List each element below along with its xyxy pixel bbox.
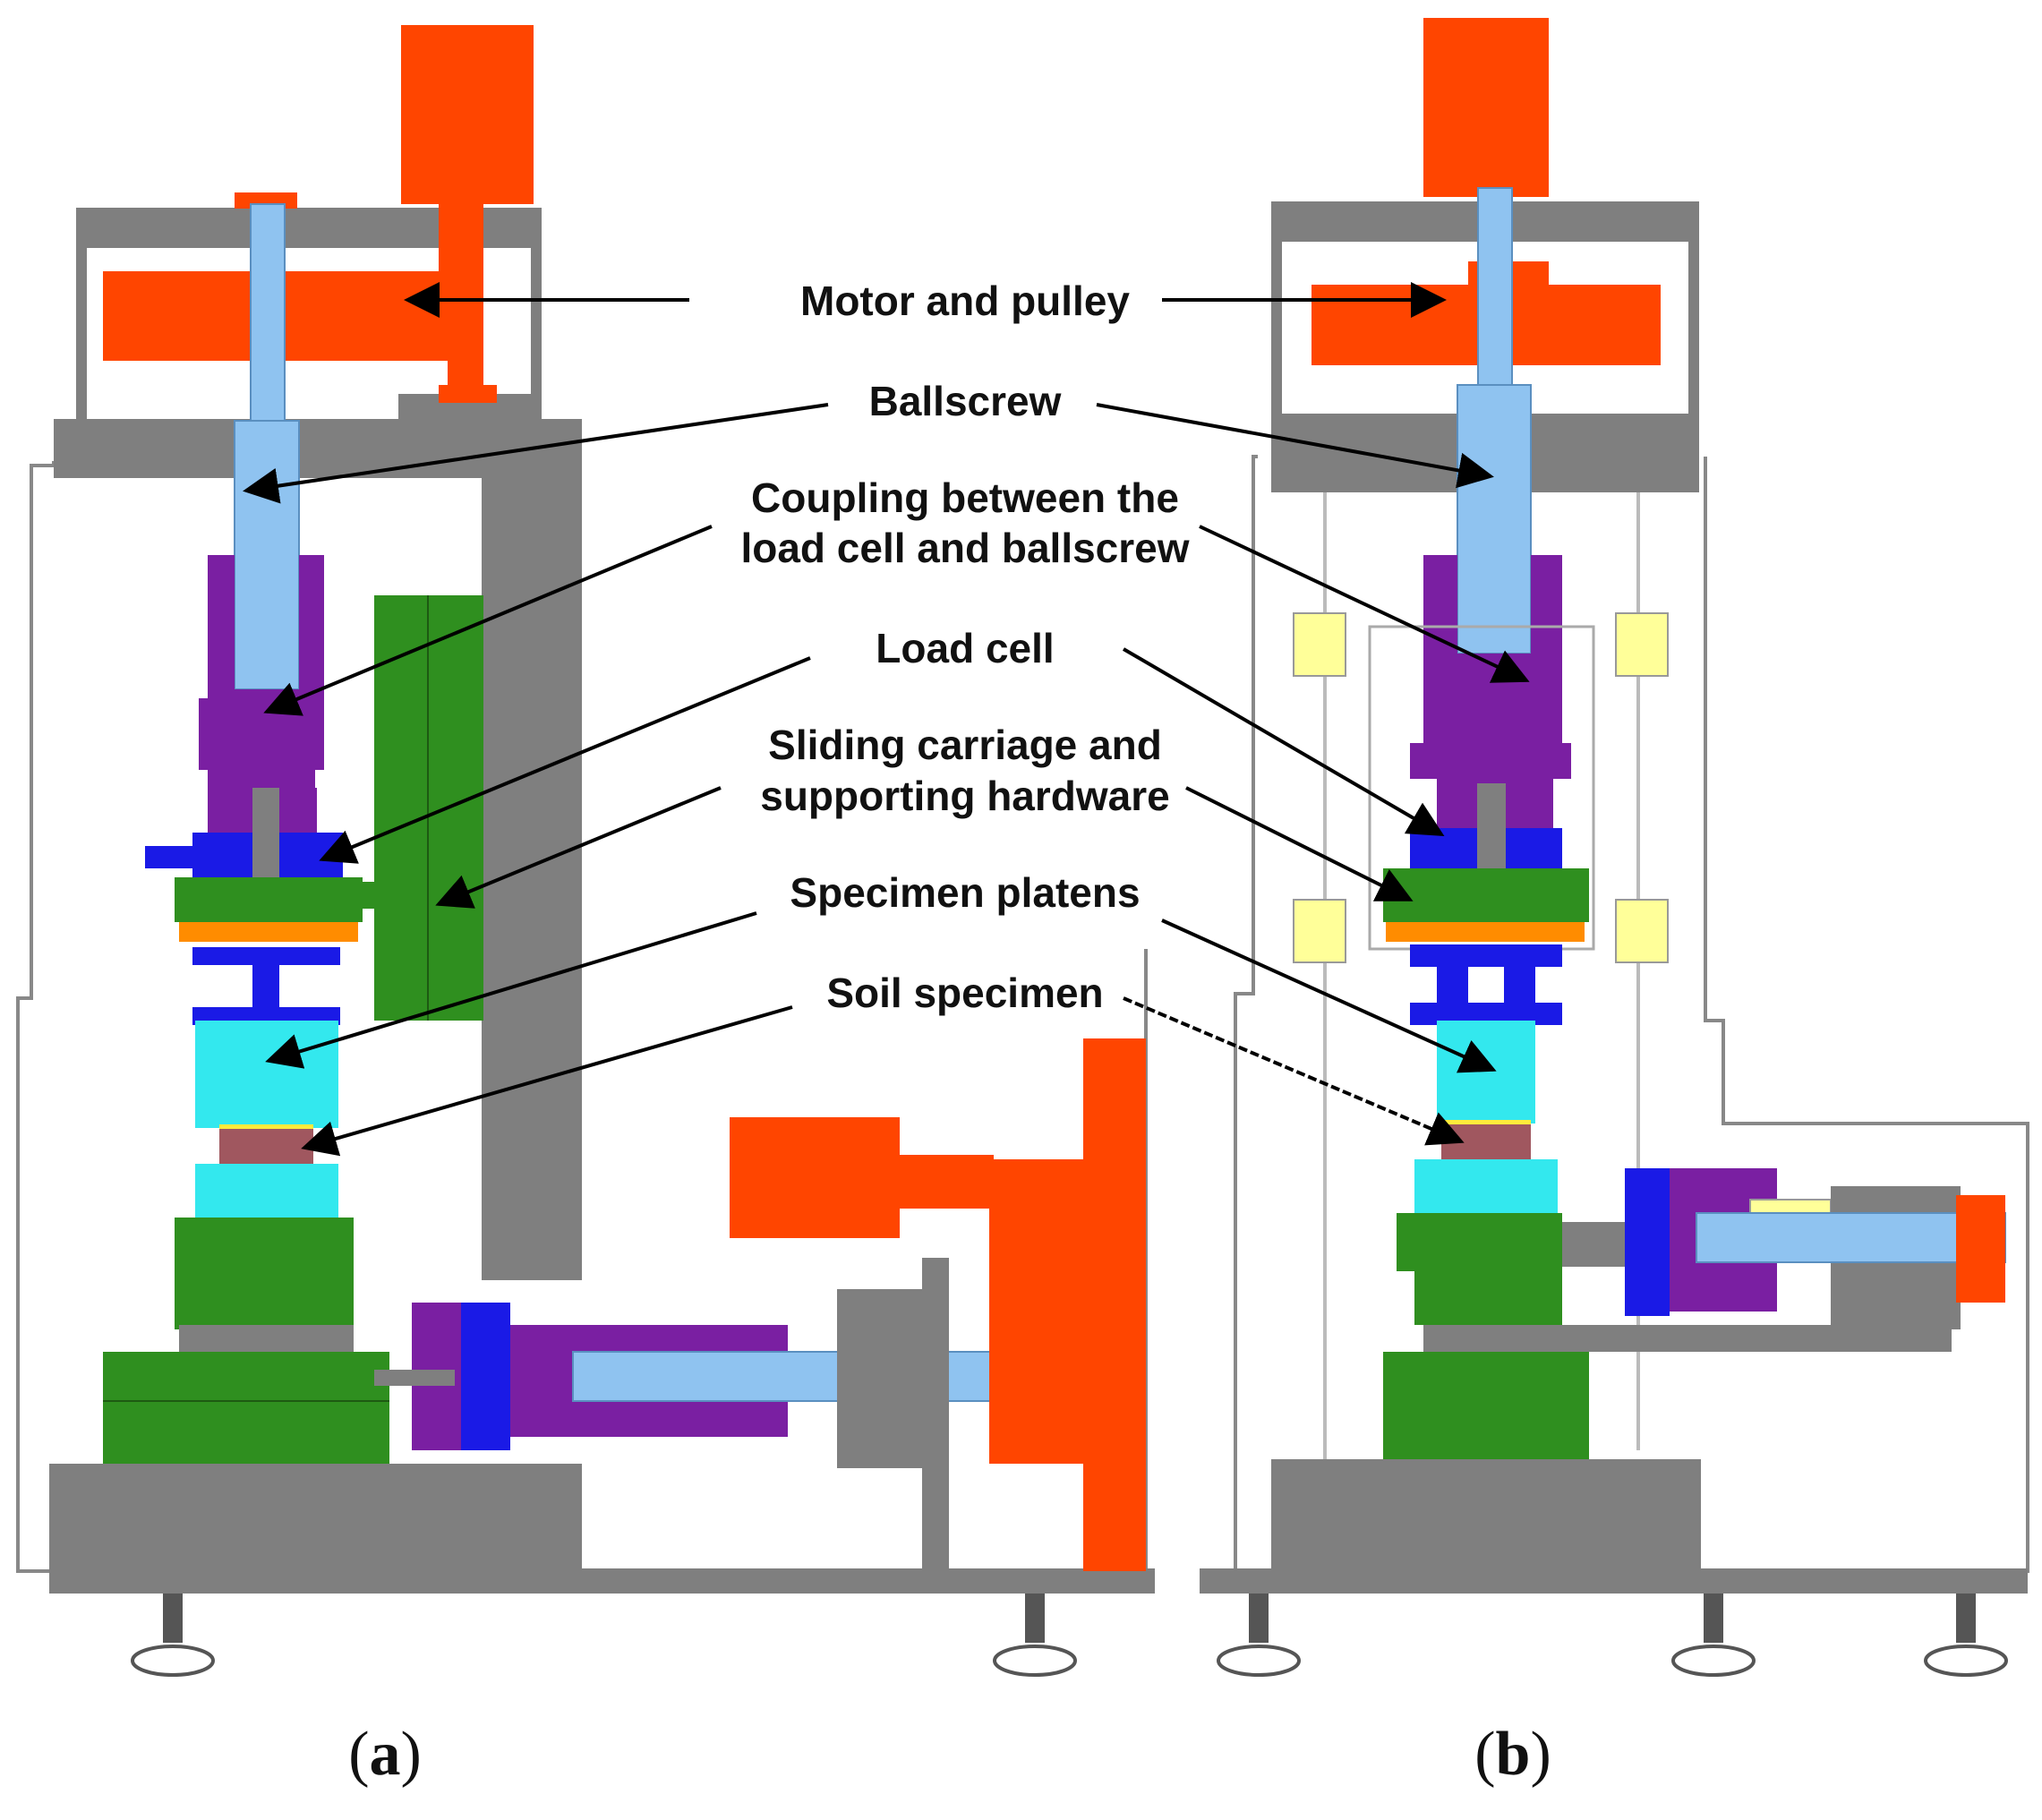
foot-a-left [131,1594,215,1677]
base-plate-a [49,1568,1155,1594]
platen-top-a [195,1021,338,1128]
horizontal-load-cell-b [1625,1168,1670,1316]
arrow-platens-a [265,911,757,1069]
soil-specimen-b [1441,1124,1531,1159]
label-motor-and-pulley: Motor and pulley [800,278,1130,324]
horizontal-motor-a [730,1117,900,1238]
soil-specimen-a [219,1128,313,1164]
platen-bottom-a [195,1164,338,1218]
label-ballscrew: Ballscrew [869,378,1062,424]
leader-arrows [243,282,1530,1157]
pulley-plate-a [1083,1038,1146,1571]
panel-a [16,25,1155,1677]
foot-b-left [1217,1594,1301,1677]
base-plate-b [1200,1568,2028,1594]
arrow-coupling-b [1199,525,1530,683]
bracket-tr-b [1615,612,1669,677]
base-a [49,1464,582,1571]
arrow-loadcell-a [319,656,811,864]
foot-a-right [993,1594,1077,1677]
foot-b-right [1924,1594,2008,1677]
coupling-a [199,555,324,801]
arrow-loadcell-b [1122,647,1445,837]
arrow-platens-b [1161,919,1497,1073]
label-load-cell: Load cell [876,625,1054,671]
platen-top-b [1437,1021,1535,1124]
arrow-ballscrew-a [243,403,829,504]
ballscrew-a [250,203,286,438]
label-coupling-line1: Coupling between the [751,474,1179,521]
horizontal-load-cell-a [461,1303,510,1450]
pulley-a [103,271,483,361]
motor-b [1423,18,1549,197]
arrow-carriage-a [435,786,722,909]
coupling-b [1410,555,1571,828]
label-soil-specimen: Soil specimen [826,970,1103,1016]
caption-a: (a) [348,1720,422,1789]
arrow-soil-a [301,1005,793,1157]
arrow-carriage-b [1185,786,1414,901]
carriage-b [1383,868,1589,922]
base-b [1271,1459,1701,1571]
crosshead-a [54,419,582,478]
svg-text:(a): (a) [348,1720,422,1789]
ballscrew-b [1477,187,1513,404]
lower-base-a [103,1352,389,1464]
caption-b: (b) [1474,1720,1551,1789]
arrow-ballscrew-b [1096,403,1494,489]
bracket-br-b [1615,899,1669,963]
label-carriage-line1: Sliding carriage and [768,722,1162,768]
arrow-soil-b [1123,996,1465,1146]
label-coupling-line2: load cell and ballscrew [740,525,1189,571]
labels: Motor and pulley Ballscrew Coupling betw… [740,278,1189,1016]
label-carriage-line2: supporting hardware [760,773,1169,819]
column-a [482,474,582,1280]
lower-base-b [1383,1352,1589,1459]
svg-text:(b): (b) [1474,1720,1551,1789]
horizontal-ballscrew-b [1696,1212,2006,1263]
motor-a [401,25,534,204]
bracket-tl-b [1293,612,1346,677]
bracket-bl-b [1293,899,1346,963]
horizontal-motor-b [1956,1195,2005,1303]
label-specimen-platens: Specimen platens [790,869,1140,916]
lower-carriage-b [1397,1213,1562,1271]
lower-carriage-a [175,1218,354,1329]
platen-bottom-b [1414,1159,1558,1213]
carriage-a [175,877,363,922]
arrow-coupling-a [263,525,713,716]
foot-b-mid [1671,1594,1756,1677]
panel-b [1200,18,2029,1677]
